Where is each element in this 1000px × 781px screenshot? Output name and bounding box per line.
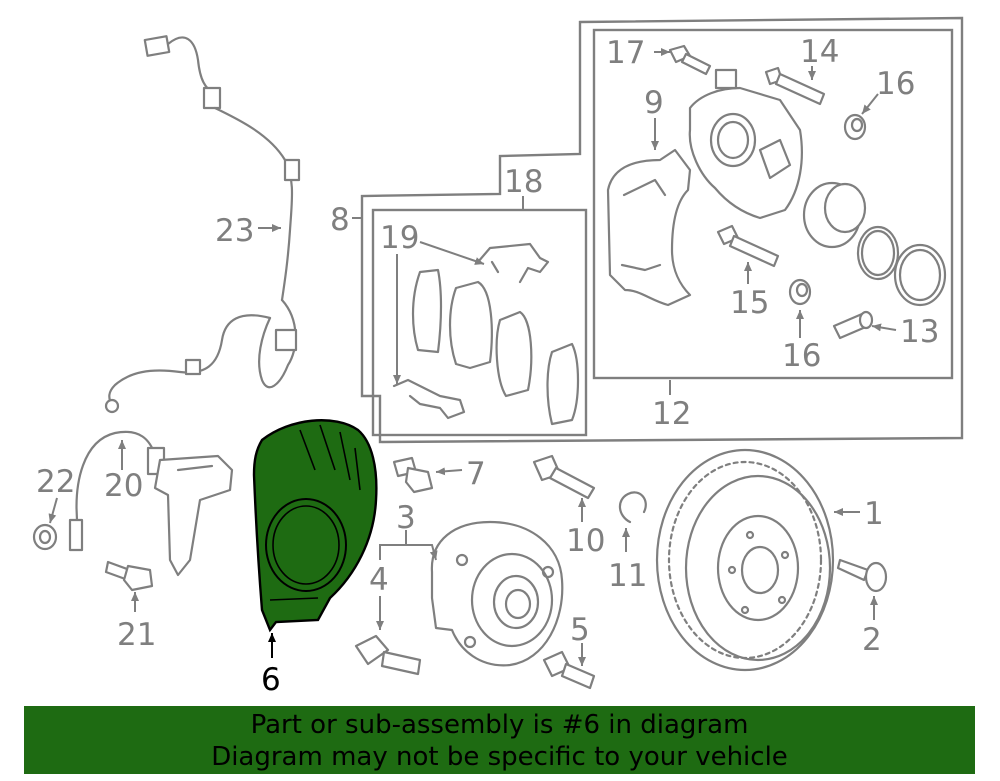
callout-9: 9 [644, 85, 664, 121]
leader-19-a [419, 241, 485, 265]
guide-pin-15 [716, 224, 780, 268]
callout-17: 17 [606, 35, 645, 71]
dust-boot [893, 243, 947, 307]
callout-14: 14 [800, 34, 839, 70]
caliper-piston [802, 181, 867, 249]
leader-3 [379, 544, 438, 561]
callout-10: 10 [566, 523, 605, 559]
wheel-hub [430, 520, 564, 667]
banner-line-2: Diagram may not be specific to your vehi… [211, 742, 788, 772]
callout-16-upper: 16 [876, 66, 915, 102]
callout-18: 18 [504, 164, 543, 200]
brake-pads [411, 268, 580, 426]
callout-6: 6 [261, 662, 281, 698]
callout-3: 3 [396, 500, 416, 536]
callout-11: 11 [608, 558, 647, 594]
callout-2: 2 [862, 622, 882, 658]
guide-pin-14 [764, 66, 826, 106]
callout-22: 22 [36, 464, 75, 500]
pad-clips [392, 242, 550, 420]
callout-5: 5 [570, 612, 590, 648]
piston-seal [856, 225, 900, 281]
bolt-10 [532, 454, 596, 500]
cap-16-upper [843, 113, 867, 141]
callout-12: 12 [652, 396, 691, 432]
bolt-21 [104, 560, 154, 592]
callout-19: 19 [380, 220, 419, 256]
screw-2 [836, 558, 888, 593]
bleeder-13 [832, 310, 874, 340]
caliper-bracket [606, 148, 692, 307]
callout-15: 15 [730, 285, 769, 321]
bolt-5 [542, 650, 596, 690]
caliper-box [592, 28, 954, 380]
callout-8: 8 [330, 202, 350, 238]
abs-sensor-harness [104, 35, 301, 414]
callout-7: 7 [466, 456, 486, 492]
caliper-assembly-frame [360, 16, 964, 444]
leader-22 [48, 497, 58, 524]
brake-rotor [655, 448, 835, 672]
bolt-7 [392, 456, 434, 494]
leader-7 [435, 467, 463, 476]
dust-shield-highlighted [252, 419, 378, 633]
brake-pad-box [371, 208, 588, 437]
callout-20: 20 [104, 468, 143, 504]
banner-line-1: Part or sub-assembly is #6 in diagram [250, 710, 749, 740]
info-banner: Part or sub-assembly is #6 in diagram Di… [24, 706, 975, 774]
cap-16-lower [788, 278, 812, 306]
clip-11 [618, 491, 647, 524]
bolt-17 [668, 44, 712, 76]
callout-23: 23 [215, 213, 254, 249]
callout-21: 21 [117, 617, 156, 653]
callout-13: 13 [900, 314, 939, 350]
bolt-4 [354, 634, 422, 676]
brake-hose [32, 430, 234, 577]
callout-4: 4 [369, 562, 389, 598]
callout-16-lower: 16 [782, 338, 821, 374]
callout-1: 1 [864, 496, 884, 532]
caliper-body [688, 68, 803, 220]
leader-13 [871, 323, 897, 332]
leader-16-upper [861, 93, 879, 115]
